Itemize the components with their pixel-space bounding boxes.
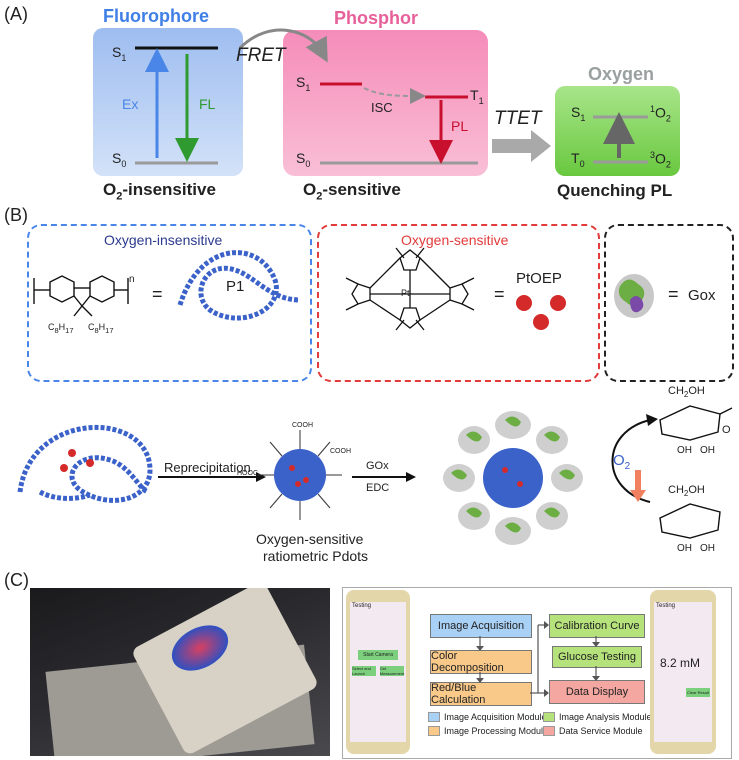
oh-label-3: OH [677,543,692,554]
fluorophore-caption: O2-insensitive [103,180,216,203]
fret-label: FRET [236,45,286,66]
ptoep-structure [345,247,475,331]
hooc-label-left: HOOC [237,470,258,477]
polymer-side-chain-left: C8H17 [48,322,74,335]
polyfluorene-structure [33,275,129,317]
gox-label: Gox [688,287,716,304]
gluconolactone-structure [659,405,733,441]
legend-data-service: Data Service Module [543,726,643,736]
oxygen-title: Oxygen [588,64,655,84]
glucose-structure [659,503,721,539]
ttet-label: TTET [494,108,542,129]
panel-a-label: (A) [4,4,28,24]
gox-box [604,224,734,382]
legend-acquisition: Image Acquisition Module [428,712,547,722]
select-launch-button[interactable]: Select and Launch [352,666,376,676]
flow-arrows [476,621,600,697]
edc-step-label: EDC [366,482,390,494]
start-camera-button[interactable]: Start Camera [358,650,398,660]
equals-sign-1: = [152,284,163,304]
ptoep-dot-1 [516,295,532,311]
red-blue-calculation-box: Red/Blue Calculation [430,682,532,706]
enzyme-ring [443,411,583,545]
knot-dot-1 [68,449,76,457]
platinum-atom-label: Pt [401,288,410,298]
phosphor-title: Phosphor [334,8,418,28]
ptoep-dot-2 [550,295,566,311]
equals-sign-2: = [494,284,505,304]
fluorophore-s0-label: S0 [112,150,127,169]
oxygen-sensitive-box [317,224,600,382]
triplet-oxygen-label: 3O2 [650,150,671,170]
sensitive-title: Oxygen-sensitive [401,232,509,248]
reprecipitation-label: Reprecipitation [164,460,251,475]
ex-label: Ex [122,96,139,112]
isc-label: ISC [371,100,393,115]
left-phone-title: Testing [352,603,372,609]
polymer-n-label: n [129,274,135,285]
pdot-particle [274,449,326,501]
oxygen-s1-label: S1 [571,104,586,123]
pdots-caption-line2: ratiometric Pdots [263,548,369,564]
cooh-label-right: COOH [330,448,351,455]
ch2oh-label-top: CH2OH [668,385,705,400]
insensitive-title: Oxygen-insensitive [104,232,223,248]
panel-b-diagram [17,247,733,545]
ttet-arrow [492,130,551,162]
knot-dot-3 [60,464,68,472]
isc-arrow [363,87,426,104]
pdots-caption-line1: Oxygen-sensitive [256,531,364,547]
gox-step-label: GOx [366,460,389,472]
oh-label-1: OH [677,445,692,456]
carbonyl-o-label: O [722,424,731,436]
legend-processing: Image Processing Module [428,726,548,736]
glucose-testing-box: Glucose Testing [552,646,642,668]
p1-chain [177,250,301,321]
fluorophore-s1-label: S1 [112,44,127,63]
ptoep-dot-3 [533,314,549,330]
oh-label-4: OH [700,543,715,554]
oxygen-t0-label: T0 [571,150,585,169]
phosphor-caption: O2-sensitive [303,180,401,203]
equals-sign-3: = [668,284,679,304]
p1-label: P1 [226,278,245,295]
right-phone-title: Testing [656,603,676,609]
glucose-result-value: 8.2 mM [660,656,701,670]
o2-label: O2 [613,452,631,472]
legend-analysis: Image Analysis Module [543,712,652,722]
gox-protein-icon [614,274,654,318]
clear-result-button[interactable]: Clear Result [686,688,710,697]
knot-dot-2 [86,459,94,467]
fret-arrow [238,28,328,63]
cooh-label-top: COOH [292,422,313,429]
pdots-knot-chain [17,424,153,503]
panel-a-diagram [135,28,648,165]
conjugated-pdot [483,448,543,508]
polymer-side-chain-right: C8H17 [88,322,114,335]
ptoep-label: PtOEP [516,270,562,287]
phosphor-s1-label: S1 [296,74,311,93]
pl-label: PL [451,118,469,134]
panel-c-label: (C) [4,570,29,590]
singlet-oxygen-label: 1O2 [650,104,671,124]
oh-label-2: OH [700,445,715,456]
calibration-curve-box: Calibration Curve [549,614,645,638]
get-measurement-button[interactable]: Get Measurement [379,666,405,676]
ch2oh-label-bottom: CH2OH [668,484,705,499]
phosphor-t1-label: T1 [470,87,484,106]
color-decomposition-box: Color Decomposition [430,650,532,674]
data-display-box: Data Display [549,680,645,704]
fl-label: FL [199,96,216,112]
image-acquisition-box: Image Acquisition [430,614,532,638]
phosphor-s0-label: S0 [296,150,311,169]
oxygen-insensitive-box [27,224,312,382]
smartphone-photo [30,588,330,756]
oxygen-caption: Quenching PL [557,181,673,200]
fluorophore-title: Fluorophore [103,6,209,26]
panel-b-label: (B) [4,205,28,225]
right-phone-screen [654,602,712,742]
